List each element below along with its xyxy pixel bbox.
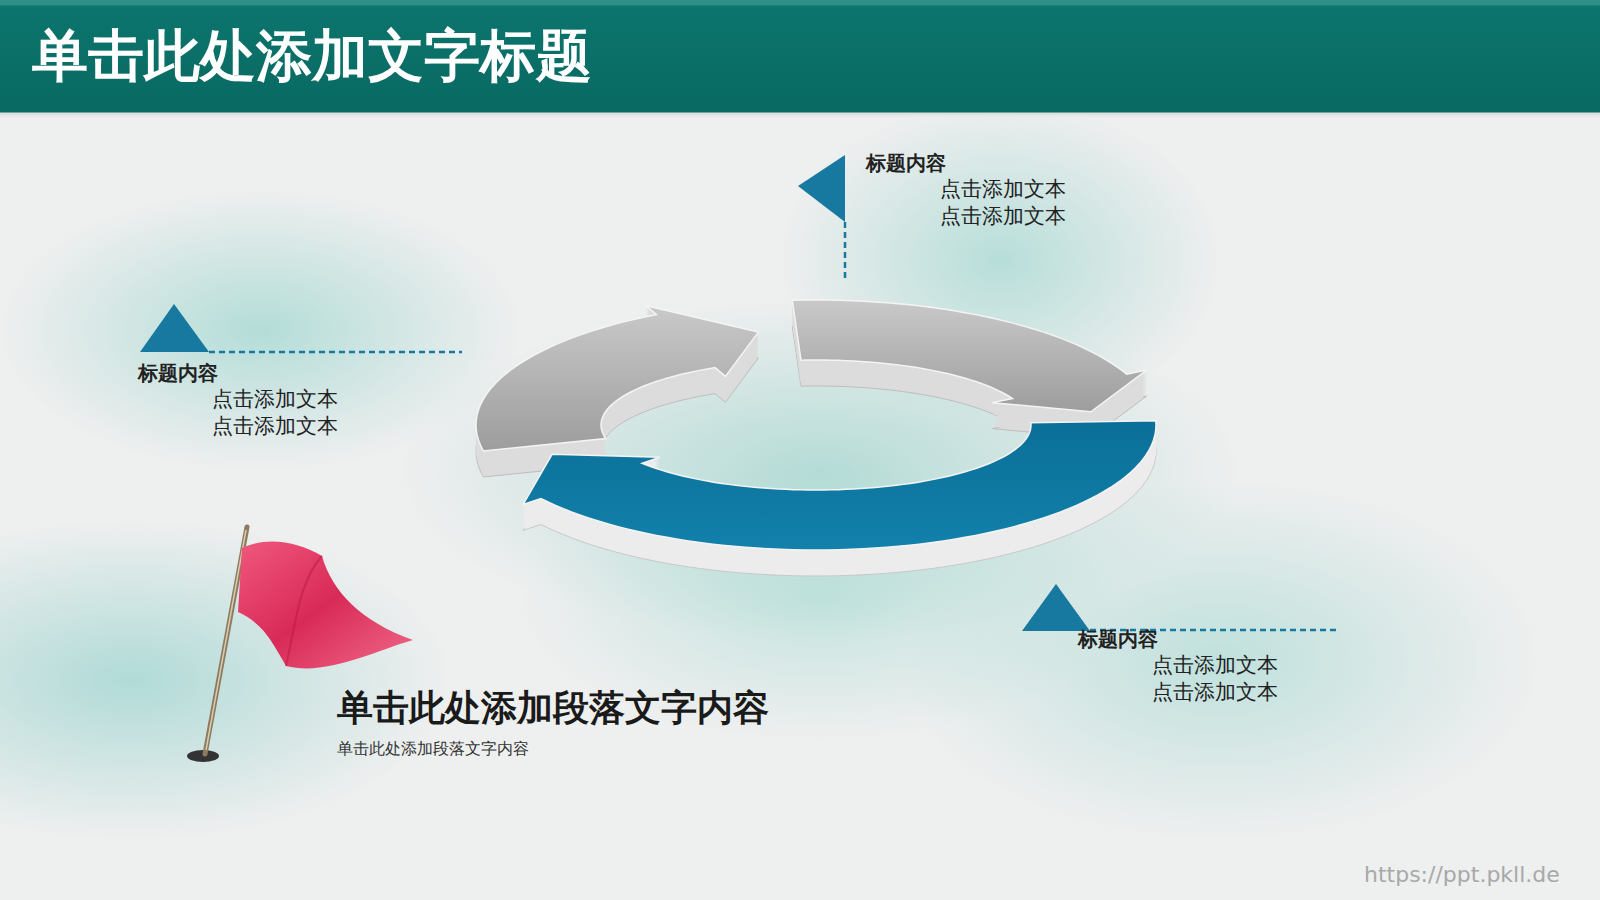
- callout-body: 点击添加文本 点击添加文本: [1152, 652, 1289, 707]
- callout-heading: 标题内容: [866, 150, 1077, 176]
- flag-triangle: [798, 155, 845, 222]
- arrow-top: [476, 306, 758, 451]
- flag-triangle: [1022, 584, 1090, 631]
- watermark: https://ppt.pkll.de: [1364, 862, 1560, 887]
- callout: 标题内容点击添加文本 点击添加文本: [138, 360, 349, 441]
- callout-heading: 标题内容: [138, 360, 349, 386]
- callout: 标题内容点击添加文本 点击添加文本: [866, 150, 1077, 231]
- cycle-arrow: [476, 306, 758, 477]
- callout-body: 点击添加文本 点击添加文本: [940, 176, 1077, 231]
- red-flag: [238, 542, 413, 669]
- cycle-ring: [476, 300, 1156, 576]
- paragraph-text: 单击此处添加段落文字内容: [337, 739, 529, 760]
- arrow-top: [792, 300, 1146, 412]
- cycle-arrow: [792, 300, 1146, 438]
- leader-line: [844, 222, 847, 281]
- paragraph-heading: 单击此处添加段落文字内容: [337, 684, 769, 733]
- flag-fold: [286, 556, 322, 666]
- arrow-top: [523, 421, 1156, 550]
- slide-title: 单击此处添加文字标题: [32, 22, 592, 89]
- flag-pole: [205, 527, 247, 754]
- flag-triangle: [140, 304, 209, 352]
- callout-heading: 标题内容: [1078, 626, 1289, 652]
- flag-pole-highlight: [206, 530, 246, 750]
- header-band: 单击此处添加文字标题: [0, 0, 1600, 118]
- callout: 标题内容点击添加文本 点击添加文本: [1078, 626, 1289, 707]
- ring-shadow: [400, 300, 1240, 640]
- cycle-arrow: [523, 421, 1156, 576]
- leader-line: [209, 351, 462, 354]
- callout-body: 点击添加文本 点击添加文本: [212, 386, 349, 441]
